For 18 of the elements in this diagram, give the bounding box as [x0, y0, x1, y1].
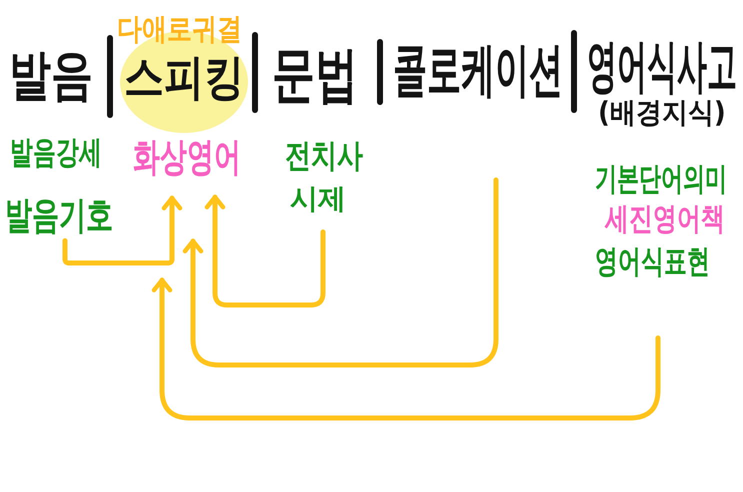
- column-subheading: (배경지식): [598, 99, 726, 128]
- topic-text: 발음강세: [10, 138, 102, 170]
- topic-text: 전치사: [285, 140, 363, 172]
- topic-text: 영어식표현: [595, 247, 710, 280]
- column-heading: 영어식사고: [587, 40, 737, 97]
- column-heading: 발음: [9, 48, 93, 103]
- arrow: [182, 178, 498, 368]
- column-heading: 콜로케이션: [393, 42, 563, 100]
- resource-text: 세진영어책: [605, 203, 725, 234]
- topic-text: 발음기호: [5, 197, 113, 235]
- arrow: [152, 278, 660, 420]
- column-heading: 스피킹: [124, 54, 244, 102]
- topic-text: 기본단어의미: [595, 165, 727, 197]
- note-text: 다애로귀결: [117, 14, 242, 44]
- resource-text: 화상영어: [133, 138, 241, 178]
- column-heading: 문법: [272, 46, 358, 106]
- topic-text: 시제: [290, 185, 346, 213]
- arrow: [204, 194, 326, 308]
